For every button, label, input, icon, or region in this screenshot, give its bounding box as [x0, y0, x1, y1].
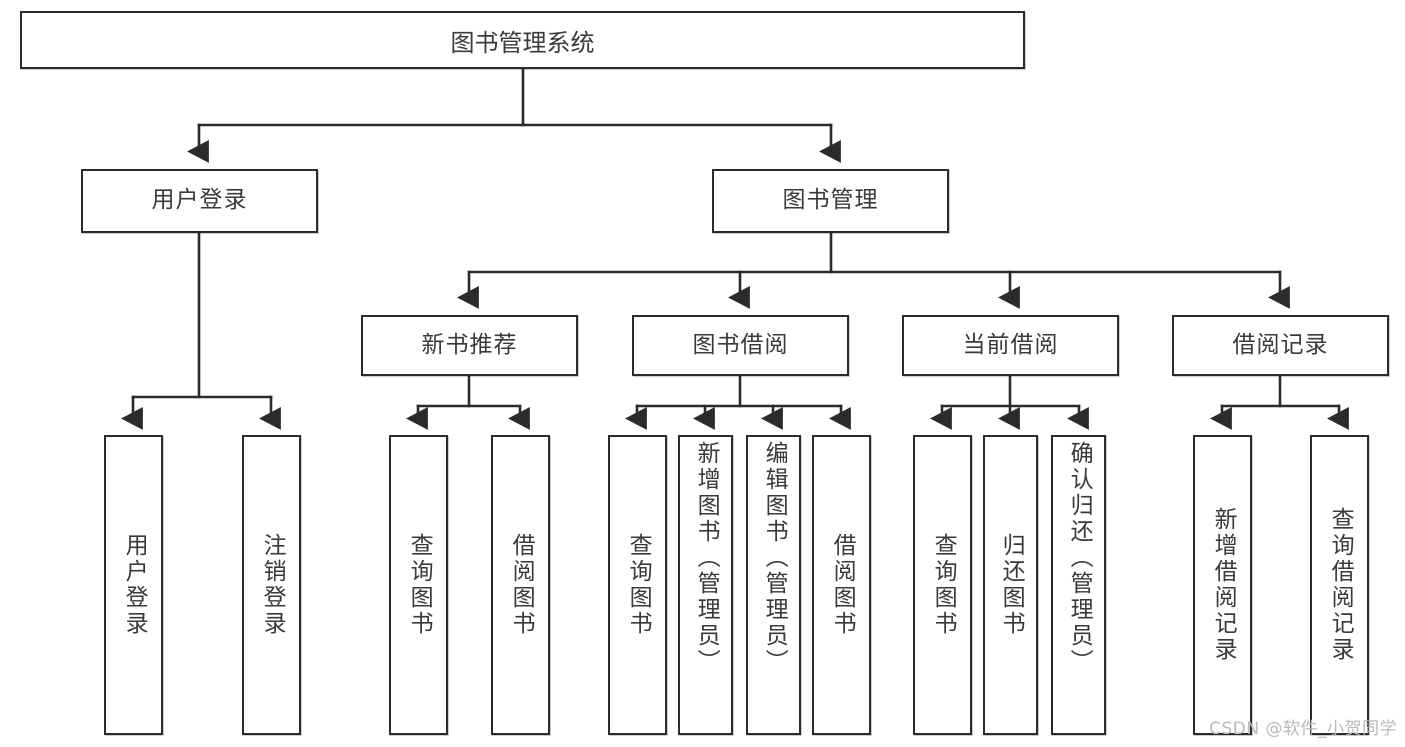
- leaf-book-borrow-add[interactable]: 新增图书（管理员）: [678, 435, 733, 735]
- leaf-label: 用户登录: [121, 533, 148, 637]
- leaf-text-wrap: 借阅图书: [814, 437, 869, 733]
- leaf-current-borrow-query[interactable]: 查询图书: [913, 435, 972, 735]
- node-label: 图书管理系统: [450, 28, 595, 57]
- leaf-label: 查询借阅记录: [1327, 507, 1354, 663]
- node-current-borrow[interactable]: 当前借阅: [902, 315, 1119, 376]
- leaf-label: 查询图书: [625, 533, 652, 637]
- leaf-book-borrow-lend[interactable]: 借阅图书: [812, 435, 871, 735]
- leaf-borrow-record-query[interactable]: 查询借阅记录: [1310, 435, 1369, 735]
- leaf-label: 确认归还（管理员）: [1066, 441, 1093, 675]
- leaf-label: 编辑图书（管理员）: [761, 441, 788, 675]
- leaf-label: 查询图书: [406, 533, 433, 637]
- leaf-book-borrow-edit[interactable]: 编辑图书（管理员）: [746, 435, 801, 735]
- leaf-current-borrow-confirm[interactable]: 确认归还（管理员）: [1051, 435, 1106, 735]
- leaf-label: 借阅图书: [829, 533, 856, 637]
- leaf-current-borrow-return[interactable]: 归还图书: [983, 435, 1038, 735]
- leaf-label: 查询图书: [930, 533, 957, 637]
- node-borrow-record[interactable]: 借阅记录: [1172, 315, 1389, 376]
- leaf-label: 归还图书: [998, 533, 1025, 637]
- leaf-text-wrap: 查询图书: [391, 437, 446, 733]
- node-label: 用户登录: [151, 187, 248, 214]
- node-label: 当前借阅: [962, 331, 1059, 358]
- leaf-label: 注销登录: [259, 533, 286, 637]
- csdn-watermark: CSDN @软件_小贺同学: [1209, 719, 1397, 739]
- leaf-user-login-logout[interactable]: 注销登录: [242, 435, 301, 735]
- leaf-text-wrap: 编辑图书（管理员）: [748, 437, 799, 737]
- leaf-text-wrap: 查询图书: [610, 437, 665, 733]
- leaf-text-wrap: 查询借阅记录: [1312, 437, 1367, 733]
- leaf-text-wrap: 借阅图书: [493, 437, 548, 733]
- leaf-book-borrow-query[interactable]: 查询图书: [608, 435, 667, 735]
- leaf-label: 借阅图书: [508, 533, 535, 637]
- leaf-text-wrap: 确认归还（管理员）: [1053, 437, 1104, 737]
- node-root-system[interactable]: 图书管理系统: [20, 11, 1025, 69]
- node-label: 新书推荐: [421, 331, 518, 358]
- leaf-text-wrap: 新增借阅记录: [1195, 437, 1250, 733]
- node-label: 图书借阅: [692, 331, 789, 358]
- node-label: 图书管理: [782, 187, 879, 214]
- leaf-label: 新增借阅记录: [1210, 507, 1237, 663]
- leaf-borrow-record-add[interactable]: 新增借阅记录: [1193, 435, 1252, 735]
- leaf-text-wrap: 注销登录: [244, 437, 299, 733]
- node-book-management[interactable]: 图书管理: [712, 169, 949, 233]
- leaf-user-login-login[interactable]: 用户登录: [104, 435, 163, 735]
- node-book-borrow[interactable]: 图书借阅: [632, 315, 849, 376]
- leaf-text-wrap: 用户登录: [106, 437, 161, 733]
- node-user-login[interactable]: 用户登录: [81, 169, 318, 233]
- leaf-new-book-borrow[interactable]: 借阅图书: [491, 435, 550, 735]
- leaf-text-wrap: 归还图书: [985, 437, 1036, 733]
- leaf-label: 新增图书（管理员）: [693, 441, 720, 675]
- node-label: 借阅记录: [1232, 331, 1329, 358]
- leaf-new-book-query[interactable]: 查询图书: [389, 435, 448, 735]
- node-new-book-recommend[interactable]: 新书推荐: [361, 315, 578, 376]
- leaf-text-wrap: 查询图书: [915, 437, 970, 733]
- leaf-text-wrap: 新增图书（管理员）: [680, 437, 731, 737]
